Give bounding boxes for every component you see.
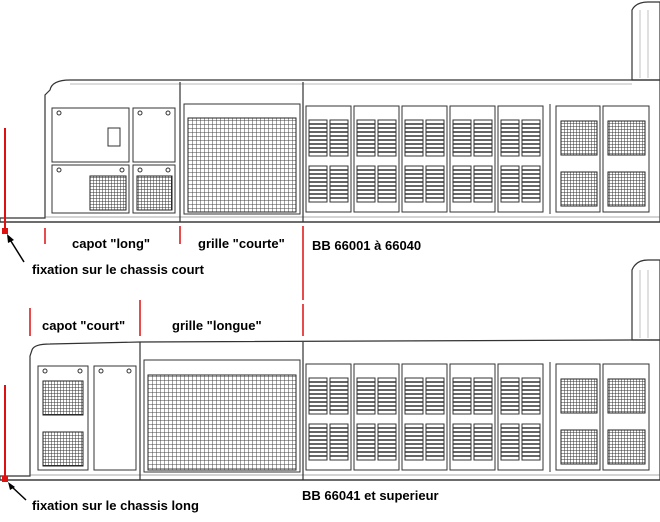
top-capot-panel-4 [132,164,176,214]
louver-grid [452,119,472,157]
louver-grid [500,377,520,415]
top-model-label: BB 66001 à 66040 [312,238,422,253]
louver-grid [425,119,445,157]
top-end-panel-2 [602,105,650,213]
louver-grid [521,377,541,415]
louver-grid [404,423,424,461]
louver-grid [473,165,493,203]
bottom-capot-panel-1 [37,365,89,471]
louver-grid [521,119,541,157]
louver-grid [425,165,445,203]
louver-grid [308,423,328,461]
bottom-fixation-label: fixation sur le chassis long [32,498,199,513]
louver-grid [521,165,541,203]
louver-panel [449,363,496,471]
louver-panel [401,363,448,471]
louver-grid [521,423,541,461]
louver-panel [305,105,352,213]
louver-grid [329,165,349,203]
louver-grid [377,377,397,415]
louver-grid [500,423,520,461]
louver-grid [377,165,397,203]
louver-panel [497,105,544,213]
bottom-capot-panel-2 [93,365,137,471]
bottom-markers [2,300,304,501]
louver-grid [425,423,445,461]
top-end-panel-1 [555,105,601,213]
louver-grid [404,119,424,157]
louver-grid [500,165,520,203]
top-grille [183,103,301,215]
bottom-grille [143,359,301,473]
louver-grid [329,423,349,461]
louver-grid [356,423,376,461]
louver-grid [356,119,376,157]
louver-panel [353,105,400,213]
louver-grid [356,377,376,415]
top-grille-label: grille "courte" [198,236,285,251]
louver-grid [377,119,397,157]
bottom-louver-panels [305,363,544,471]
bottom-cab-tower [631,259,660,341]
louver-grid [356,165,376,203]
top-capot-panel-2 [51,164,130,214]
top-capot-panel-1 [51,107,130,163]
louver-grid [308,119,328,157]
top-body-outline [0,79,660,223]
louver-grid [404,377,424,415]
bottom-model-label: BB 66041 et superieur [302,488,439,503]
louver-grid [500,119,520,157]
top-louver-panels [305,105,544,213]
bottom-capot-label: capot "court" [42,318,126,333]
bottom-end-panel-1 [555,363,601,471]
louver-grid [329,119,349,157]
top-fixation-label: fixation sur le chassis court [32,262,204,277]
top-cab-tower [631,1,660,81]
louver-grid [308,377,328,415]
louver-grid [452,165,472,203]
louver-grid [473,119,493,157]
louver-grid [308,165,328,203]
top-locomotive [0,1,660,223]
louver-panel [353,363,400,471]
louver-panel [401,105,448,213]
louver-panel [449,105,496,213]
bottom-end-panel-2 [602,363,650,471]
louver-grid [425,377,445,415]
bottom-body-outline [0,339,660,481]
louver-grid [473,423,493,461]
louver-panel [305,363,352,471]
louver-grid [452,377,472,415]
louver-grid [377,423,397,461]
bottom-grille-label: grille "longue" [172,318,262,333]
top-capot-label: capot "long" [72,236,151,251]
bottom-locomotive [0,259,660,481]
louver-grid [473,377,493,415]
louver-grid [452,423,472,461]
louver-panel [497,363,544,471]
top-capot-panel-3 [132,107,176,163]
louver-grid [329,377,349,415]
top-markers [2,128,304,300]
louver-grid [404,165,424,203]
